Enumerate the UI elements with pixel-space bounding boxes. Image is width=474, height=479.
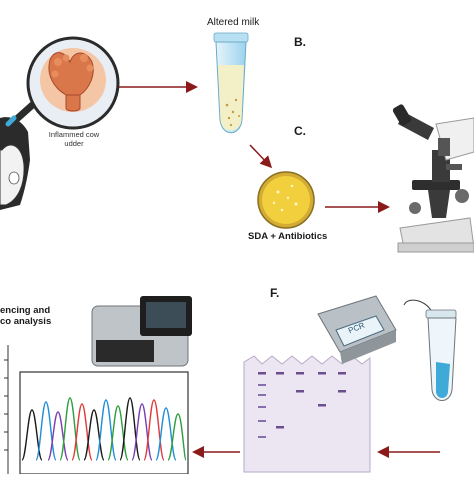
- pcr-tube-icon: [403, 299, 457, 401]
- step-f-label: F.: [270, 286, 280, 300]
- microscope-icon: [392, 104, 474, 253]
- sda-antibiotics-label: SDA + Antibiotics: [248, 231, 328, 242]
- pcr-machine-icon: [317, 295, 397, 364]
- sequencing-label-line1: encing and: [0, 305, 51, 316]
- sequencing-analysis-label: encing and co analysis: [0, 305, 51, 327]
- altered-milk-label: Altered milk: [207, 17, 260, 28]
- gel-electrophoresis-icon: [243, 355, 371, 473]
- inflamed-udder-label-line2: udder: [64, 139, 84, 148]
- chromatogram-chart: [4, 345, 189, 475]
- step-b-label: B.: [294, 35, 306, 49]
- cow-illustration: [0, 117, 30, 210]
- petri-dish-icon: [257, 171, 315, 229]
- milk-tube-icon: [213, 32, 249, 134]
- step-c-label: C.: [294, 124, 306, 138]
- inflamed-udder-label: Inflammed cow udder: [38, 130, 110, 148]
- inflamed-udder-label-line1: Inflammed cow: [48, 130, 100, 139]
- arrow-milk-to-plate: [249, 144, 273, 169]
- sequencing-label-line2: co analysis: [0, 316, 52, 327]
- sequencer-machine-icon: [91, 296, 192, 367]
- udder-illustration: [40, 48, 106, 112]
